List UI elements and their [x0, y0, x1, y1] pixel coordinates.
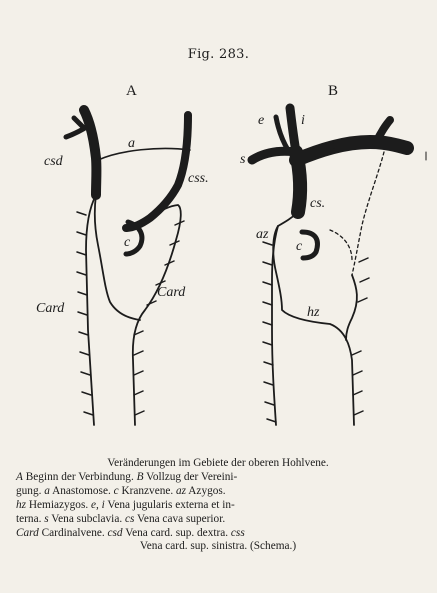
label-hz: hz: [307, 305, 320, 320]
vena-cava-superior: [296, 152, 300, 212]
panel-b-drawing: [252, 108, 426, 425]
label-a-c: c: [124, 235, 131, 250]
figure-caption: Veränderungen im Gebiete der oberen Hohl…: [16, 457, 420, 554]
right-card-trunk-a: [86, 195, 96, 425]
csd-vein: [84, 110, 96, 195]
panel-a-drawing: [66, 110, 190, 425]
hemiazygos-vein: [346, 275, 357, 340]
label-e: e: [258, 113, 264, 128]
jugular-externa: [276, 117, 288, 150]
panel-b-label: B: [328, 83, 338, 99]
label-a-card-right: Card: [157, 285, 186, 300]
label-s: s: [240, 152, 246, 167]
coronary-vein-b: [302, 232, 317, 258]
csd-upper-branch: [74, 118, 84, 128]
caption-line-3: gung. a Anastomose. c Kranzvene. az Azyg…: [16, 485, 420, 499]
label-cs: cs.: [310, 196, 325, 211]
label-css: css.: [188, 171, 209, 186]
label-csd: csd: [44, 154, 64, 169]
caption-line-6: Card Cardinalvene. csd Vena card. sup. d…: [16, 527, 420, 541]
label-b-c: c: [296, 239, 303, 254]
css-vein: [126, 115, 188, 228]
label-b-a: a: [331, 138, 338, 153]
obliterated-branch: [330, 230, 352, 260]
caption-line-1: Veränderungen im Gebiete der oberen Hohl…: [16, 457, 420, 471]
label-a-card-left: Card: [36, 301, 65, 316]
caption-line-7: Vena card. sup. sinistra. (Schema.): [16, 540, 420, 554]
label-az: az: [256, 227, 269, 242]
right-card-vein-a: [95, 195, 140, 320]
obliterated-vessel: [352, 152, 384, 275]
caption-line-4: hz Hemiazygos. e, i Vena jugularis exter…: [16, 499, 420, 513]
label-a-anastomosis: a: [128, 136, 135, 151]
anastomosis-a: [98, 148, 190, 160]
caption-line-2: A Beginn der Verbindung. B Vollzug der V…: [16, 471, 420, 485]
panel-a-label: A: [126, 83, 137, 99]
azygos-left-trunk: [272, 226, 278, 425]
vein-diagram: A: [0, 0, 437, 450]
left-brachiocephalic-a: [296, 142, 407, 160]
caption-line-5: terna. s Vena subclavia. cs Vena cava su…: [16, 513, 420, 527]
label-i: i: [301, 113, 305, 128]
